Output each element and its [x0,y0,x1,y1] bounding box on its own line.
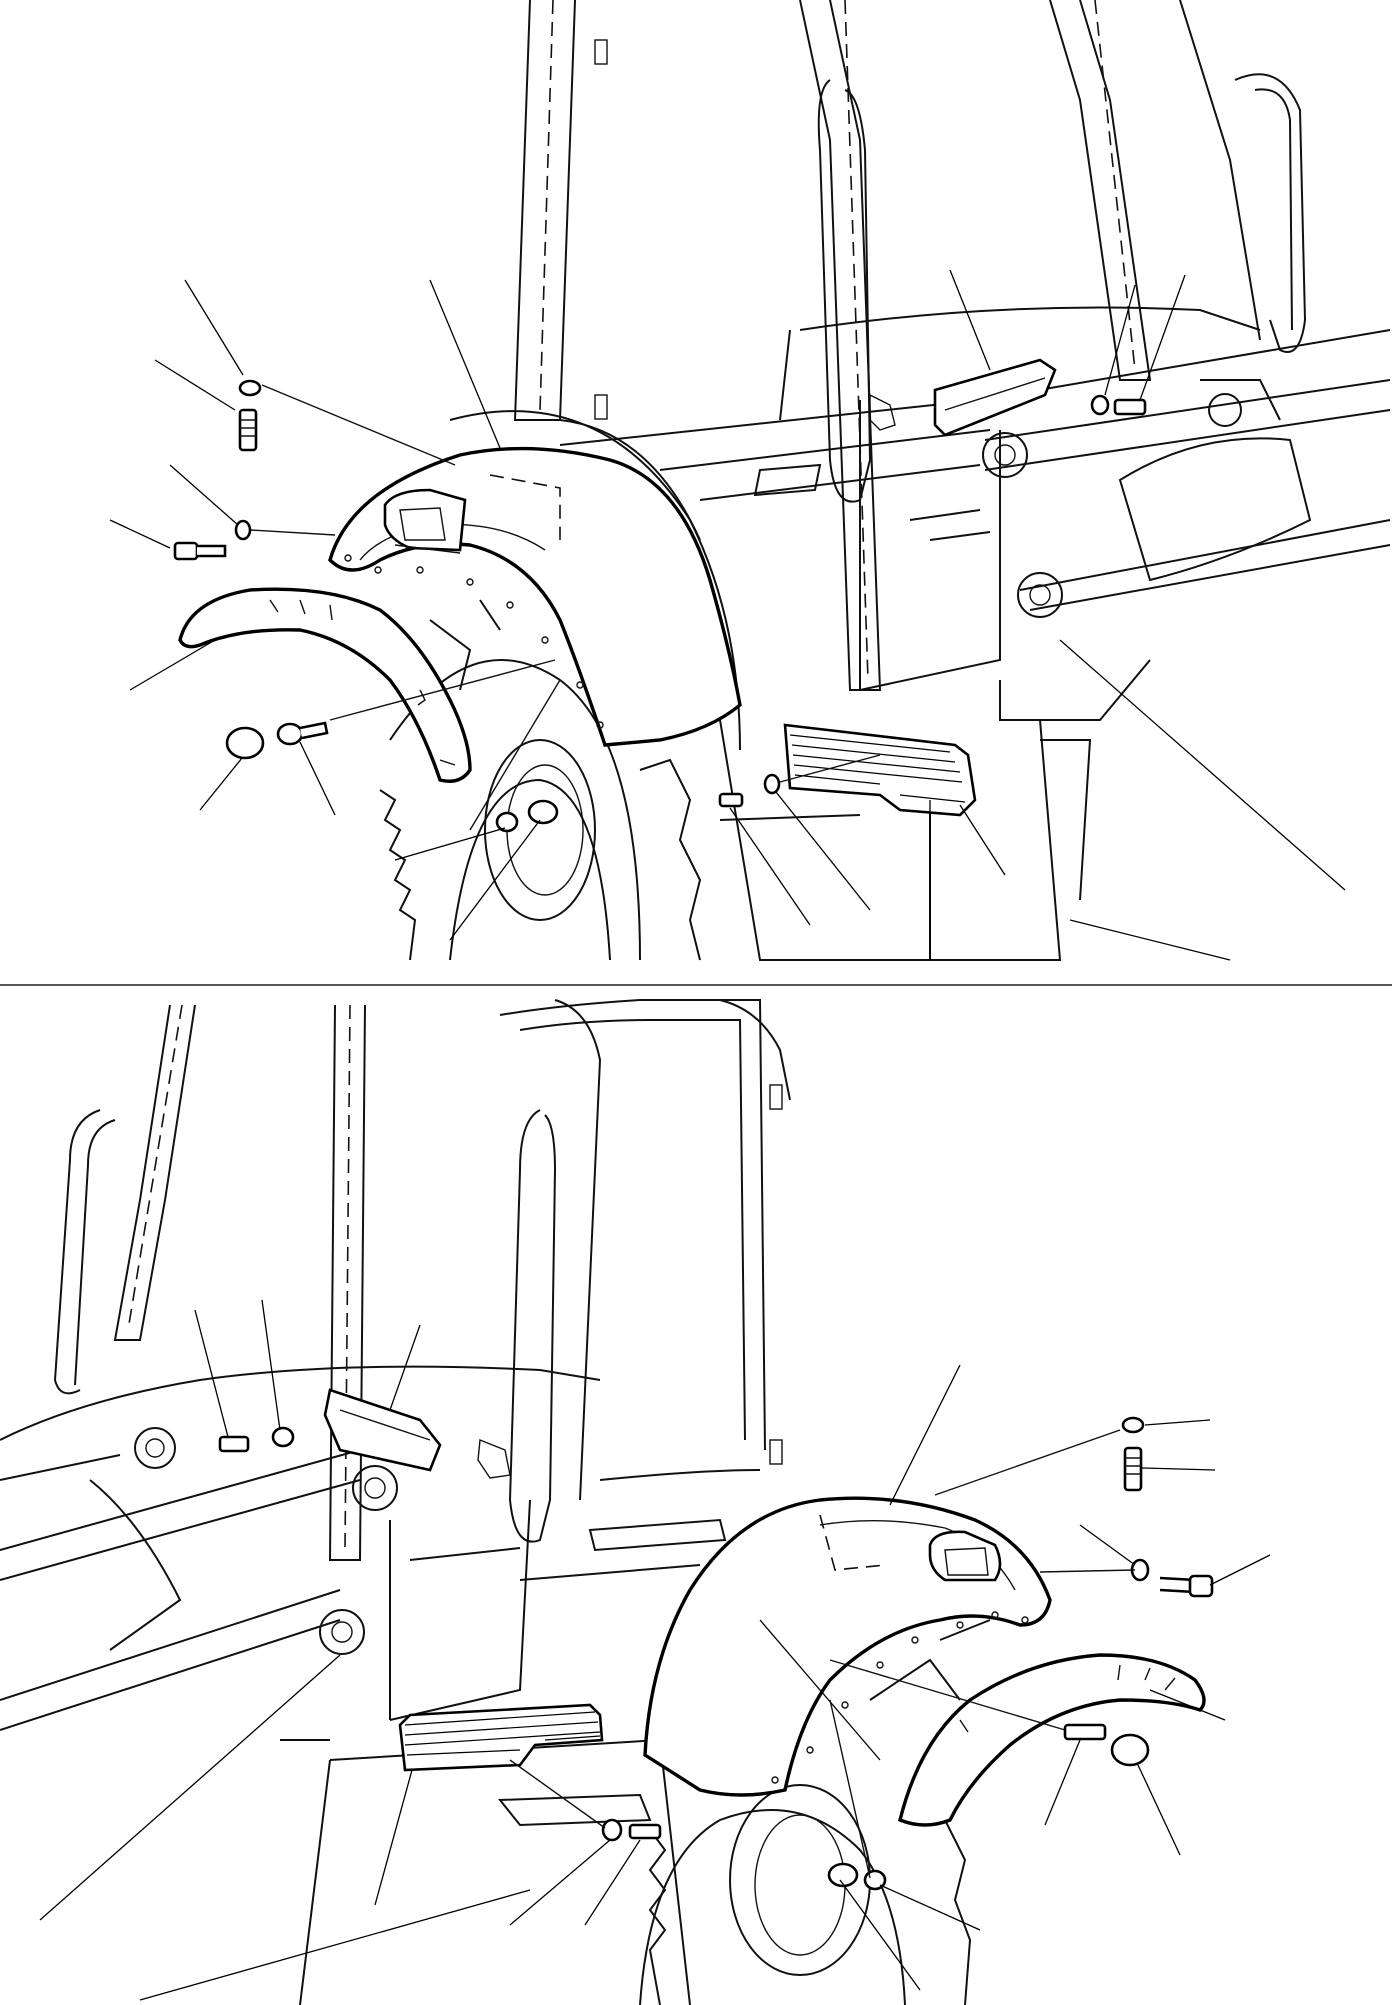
upper-mounting-bracket [869,358,1057,437]
upper-view [109,0,1391,961]
lower-fender-extension [897,1653,1206,1827]
upper-step-plate [783,723,977,817]
lower-step-plate [398,1703,604,1772]
lower-leader-lines [39,1299,1271,2001]
upper-leader-lines [109,269,1346,961]
lower-cab-frame [53,999,791,1561]
lower-body-structure [0,1365,761,2005]
lower-fasteners [218,1416,1214,1891]
upper-fasteners [173,379,1147,833]
upper-fender-extension [178,587,472,783]
upper-rear-fender [328,446,742,747]
lower-rear-fender [643,1496,1052,1797]
lower-rear-wheel [639,1619,991,2005]
lower-mounting-bracket [323,1388,511,1479]
lower-view [0,999,1271,2005]
